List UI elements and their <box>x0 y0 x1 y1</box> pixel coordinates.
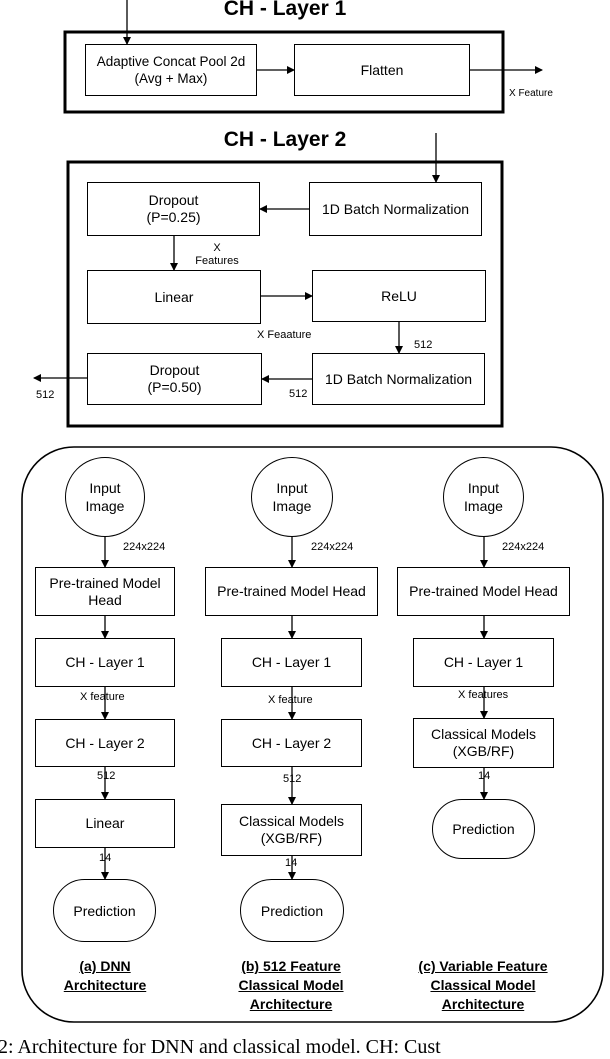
col-b-512-label: 512 <box>283 773 302 785</box>
col-a-prediction: Prediction <box>53 879 156 942</box>
x-feaature-label: X Feaature <box>257 329 312 341</box>
col-b-classical-models-box: Classical Models (XGB/RF) <box>221 804 362 856</box>
col-a-size-label: 224x224 <box>123 541 166 553</box>
col-a-linear-box: Linear <box>35 799 175 848</box>
adaptive-concat-pool-box: Adaptive Concat Pool 2d (Avg + Max) <box>85 44 257 96</box>
col-c-input-image: Input Image <box>443 457 524 537</box>
col-a-x-feature-label: X feature <box>80 691 125 703</box>
col-a-input-image: Input Image <box>65 457 145 537</box>
col-c-caption: (c) Variable Feature Classical Model Arc… <box>418 958 548 1012</box>
col-c-prediction: Prediction <box>432 799 535 859</box>
dropout-050-box: Dropout (P=0.50) <box>87 353 262 405</box>
col-b-x-feature-label: X feature <box>268 694 313 706</box>
col-c-classical-models-box: Classical Models (XGB/RF) <box>413 718 554 768</box>
col-b-ch-layer2-box: CH - Layer 2 <box>221 719 362 767</box>
col-a-caption: (a) DNN Architecture <box>63 958 147 993</box>
dropout-025-box: Dropout (P=0.25) <box>87 182 260 236</box>
layer1-title: CH - Layer 1 <box>223 0 347 20</box>
relu-512-label: 512 <box>414 339 433 351</box>
layer2-title: CH - Layer 2 <box>223 128 347 151</box>
col-c-x-features-label: X features <box>458 689 509 701</box>
col-b-ch-layer1-box: CH - Layer 1 <box>221 638 362 687</box>
col-a-model-head-box: Pre-trained Model Head <box>35 567 175 616</box>
x-features-label: X Features <box>195 242 239 267</box>
architectures-frame <box>21 446 604 1023</box>
col-c-model-head-box: Pre-trained Model Head <box>397 567 570 616</box>
col-b-input-image: Input Image <box>251 457 333 537</box>
col-a-ch-layer1-box: CH - Layer 1 <box>35 638 175 687</box>
col-b-prediction: Prediction <box>240 879 344 942</box>
flatten-box: Flatten <box>294 44 470 96</box>
relu-box: ReLU <box>312 270 486 322</box>
col-b-caption: (b) 512 Feature Classical Model Architec… <box>238 958 344 1012</box>
col-a-ch-layer2-box: CH - Layer 2 <box>35 719 175 767</box>
batch-norm-1-box: 1D Batch Normalization <box>309 182 482 236</box>
col-b-size-label: 224x224 <box>311 541 354 553</box>
figure-caption: 2: Architecture for DNN and classical mo… <box>0 1036 441 1058</box>
col-c-ch-layer1-box: CH - Layer 1 <box>413 638 554 687</box>
col-c-size-label: 224x224 <box>502 541 545 553</box>
bn2-512-label: 512 <box>289 388 308 400</box>
layer2-frame <box>66 160 504 428</box>
col-b-model-head-box: Pre-trained Model Head <box>205 567 378 616</box>
col-c-14-label: 14 <box>478 770 491 782</box>
col-a-512-label: 512 <box>97 770 116 782</box>
layer1-frame <box>63 30 505 114</box>
linear-box: Linear <box>87 270 261 324</box>
col-a-14-label: 14 <box>99 852 112 864</box>
layer1-x-feature-label: X Feature <box>509 88 553 99</box>
output-512-label: 512 <box>36 389 55 401</box>
col-b-14-label: 14 <box>285 857 298 869</box>
batch-norm-2-box: 1D Batch Normalization <box>312 353 485 405</box>
